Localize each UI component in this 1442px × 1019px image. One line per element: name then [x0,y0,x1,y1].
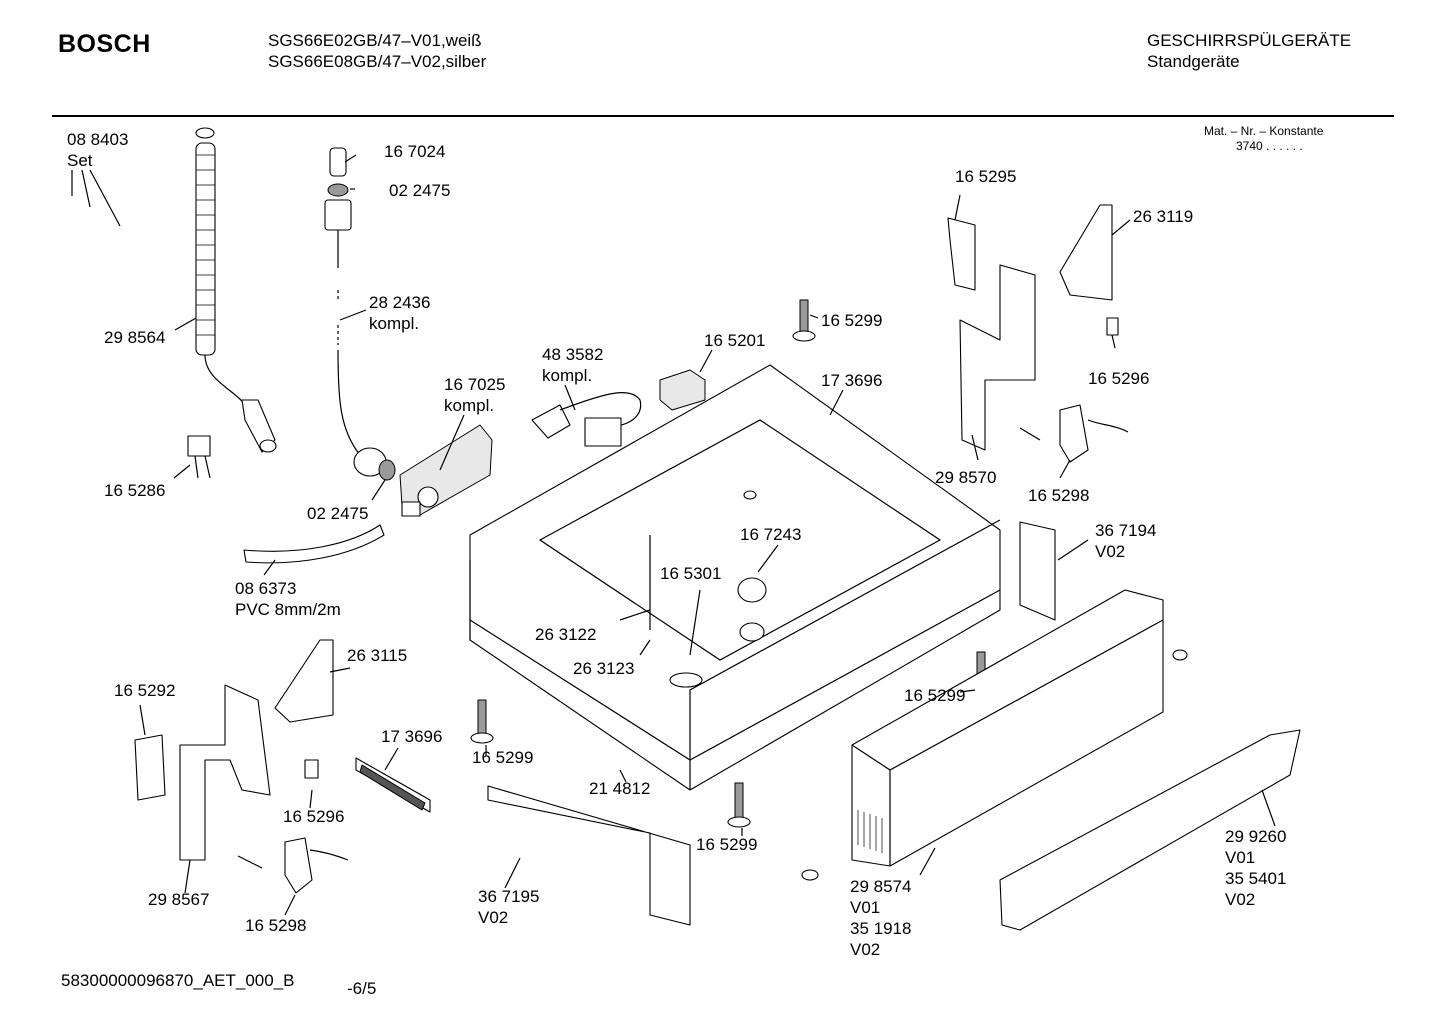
valve-assembly-part [399,424,493,517]
cable-harness-part [531,392,642,447]
leader-lines [71,154,1276,916]
part-label-355401: 35 5401 [1225,869,1287,888]
part-label-282436: 28 2436 [369,293,431,312]
mat-nr-label: Mat. – Nr. – Konstante [1204,124,1324,138]
part-label-173696-right: 17 3696 [821,371,883,390]
header-divider [52,115,1394,117]
part-label-298567: 29 8567 [148,890,210,909]
part-label-173696-left: 17 3696 [381,727,443,746]
part-label-351918: 35 1918 [850,919,912,938]
hinge-spring-part-left [355,757,431,813]
part-label-367194: 36 7194 [1095,521,1157,540]
screw-part-left [470,699,494,744]
part-label-165295: 16 5295 [955,167,1017,186]
hose-clip-part [187,435,211,479]
part-label-351918-v02: V02 [850,940,881,959]
model-line-2: SGS66E08GB/47–V02,silber [268,52,487,71]
part-label-165299-right: 16 5299 [904,686,966,705]
part-label-165292: 16 5292 [114,681,176,700]
part-label-214812: 21 4812 [589,779,651,798]
part-label-165286: 16 5286 [104,481,166,500]
part-label-022475-top: 02 2475 [389,181,451,200]
pvc-tube-part [243,524,385,564]
part-label-022475-bottom: 02 2475 [307,504,369,523]
part-label-367195: 36 7195 [478,887,540,906]
trim-strip-part [999,729,1301,931]
part-label-165298-left: 16 5298 [245,916,307,935]
part-label-298564: 29 8564 [104,328,166,347]
part-label-167025: 16 7025 [444,375,506,394]
part-label-367195-v02: V02 [478,908,509,927]
part-label-298574: 29 8574 [850,877,912,896]
part-label-299260: 29 9260 [1225,827,1287,846]
part-label-483582-kompl: kompl. [542,366,593,385]
part-label-167025-kompl: kompl. [444,396,495,415]
part-label-263122: 26 3122 [535,625,597,644]
part-label-088403: 08 8403 [67,130,129,149]
part-label-165298-right: 16 5298 [1028,486,1090,505]
part-label-263119: 26 3119 [1133,207,1194,226]
part-label-298574-v01: V01 [850,898,881,917]
part-label-165299-top: 16 5299 [821,311,883,330]
part-label-367194-v02: V02 [1095,542,1126,561]
front-panel-part [801,589,1188,881]
part-label-set: Set [67,151,93,170]
page-number: -6/5 [347,979,377,998]
part-label-pvc: PVC 8mm/2m [235,600,341,619]
bracket-assembly-right [947,204,1129,463]
connector-block-part [659,369,706,411]
part-label-165299-left: 16 5299 [472,748,534,767]
part-label-165299-center: 16 5299 [696,835,758,854]
part-label-165301: 16 5301 [660,564,722,583]
part-label-086373: 08 6373 [235,579,297,598]
part-label-165201: 16 5201 [704,331,766,350]
part-label-165296-left: 16 5296 [283,807,345,826]
bracket-assembly-left [134,639,349,894]
part-label-263123: 26 3123 [573,659,635,678]
brand-logo: BOSCH [58,30,151,58]
part-label-282436-kompl: kompl. [369,314,420,333]
category-title: GESCHIRRSPÜLGERÄTE [1147,31,1352,50]
part-label-167024: 16 7024 [384,142,446,161]
subcategory-title: Standgeräte [1147,52,1240,71]
screw-part-center [727,782,751,828]
base-tub-part [469,364,1001,791]
part-label-298570: 29 8570 [935,468,997,487]
part-label-299260-v01: V01 [1225,848,1256,867]
model-line-1: SGS66E02GB/47–V01,weiß [268,31,482,50]
part-label-355401-v02: V02 [1225,890,1256,909]
kick-plate-part-left [487,785,691,926]
drain-hose-part [195,127,277,453]
inlet-hose-part [324,147,396,481]
document-id: 58300000096870_AET_000_B [61,971,295,990]
mat-nr-value: 3740 . . . . . . [1236,139,1303,153]
part-label-167243: 16 7243 [740,525,802,544]
part-label-483582: 48 3582 [542,345,604,364]
part-label-263115: 26 3115 [347,646,408,665]
screw-part-top [792,299,816,342]
part-label-165296-right: 16 5296 [1088,369,1150,388]
side-panel-part-right [1019,521,1056,621]
